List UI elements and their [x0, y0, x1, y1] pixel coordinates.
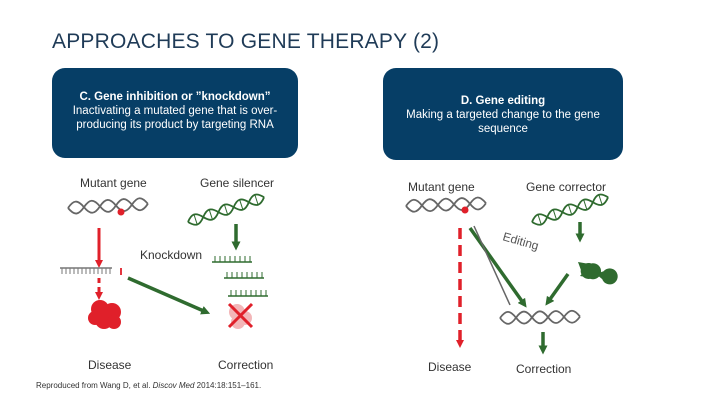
- panel-d-heading: D. Gene editing: [460, 95, 546, 107]
- panel-c-green-diagonal-arrow: [127, 276, 211, 315]
- panel-d-editing-label: Editing: [501, 229, 540, 253]
- panel-c-description: Inactivating a mutated gene that is over…: [72, 105, 278, 131]
- panel-d-corrector-helix: [529, 191, 611, 228]
- panel-d-gray-to-helix-arrow: [473, 225, 511, 306]
- panel-d-mutant-gene-label: Mutant gene: [408, 180, 475, 194]
- panel-d-mutant-gene-helix: [404, 196, 488, 213]
- panel-c-disease-label: Disease: [88, 358, 132, 372]
- panel-c-mutant-gene-label: Mutant gene: [80, 176, 147, 190]
- panel-d-green-diagonal-arrow: [545, 272, 570, 306]
- citation-prefix: Reproduced from Wang D, et al.: [36, 381, 153, 390]
- panel-c-mrna: [59, 267, 113, 275]
- panel-c-silencer-rna: [211, 255, 269, 297]
- slide-title: APPROACHES TO GENE THERAPY (2): [52, 30, 440, 53]
- panel-d-corrected-gene-helix: [498, 309, 581, 325]
- citation: Reproduced from Wang D, et al. Discov Me…: [36, 381, 261, 390]
- panel-c-gene-silencer-label: Gene silencer: [200, 176, 275, 190]
- panel-c-mutation-dot: [117, 208, 125, 216]
- panel-c-blocked-protein-icon: [227, 302, 254, 329]
- panel-c-heading: C. Gene inhibition or ”knockdown”: [79, 91, 271, 103]
- panel-d-editor-proteins: [572, 255, 619, 286]
- panel-d-disease-label: Disease: [428, 360, 472, 374]
- panel-c-box: C. Gene inhibition or ”knockdown” Inacti…: [52, 68, 298, 158]
- panel-d-mutation-dot: [461, 206, 469, 214]
- citation-journal: Discov Med: [152, 381, 195, 390]
- panel-c-silencer-helix: [185, 191, 267, 228]
- panel-c-mutant-gene-helix: [66, 196, 150, 215]
- panel-c-disease-protein-icon: [88, 300, 121, 329]
- panel-d-box: D. Gene editing Making a targeted change…: [383, 68, 623, 160]
- panel-d-correction-label: Correction: [516, 362, 572, 376]
- panel-d-editing-arrow: [468, 226, 527, 308]
- panel-d-gene-corrector-label: Gene corrector: [526, 180, 607, 194]
- panel-c-knockdown-label: Knockdown: [140, 248, 203, 262]
- citation-suffix: 2014:18:151–161.: [194, 381, 262, 390]
- panel-c-correction-label: Correction: [218, 358, 274, 372]
- panel-d-description: Making a targeted change to the gene seq…: [406, 109, 600, 135]
